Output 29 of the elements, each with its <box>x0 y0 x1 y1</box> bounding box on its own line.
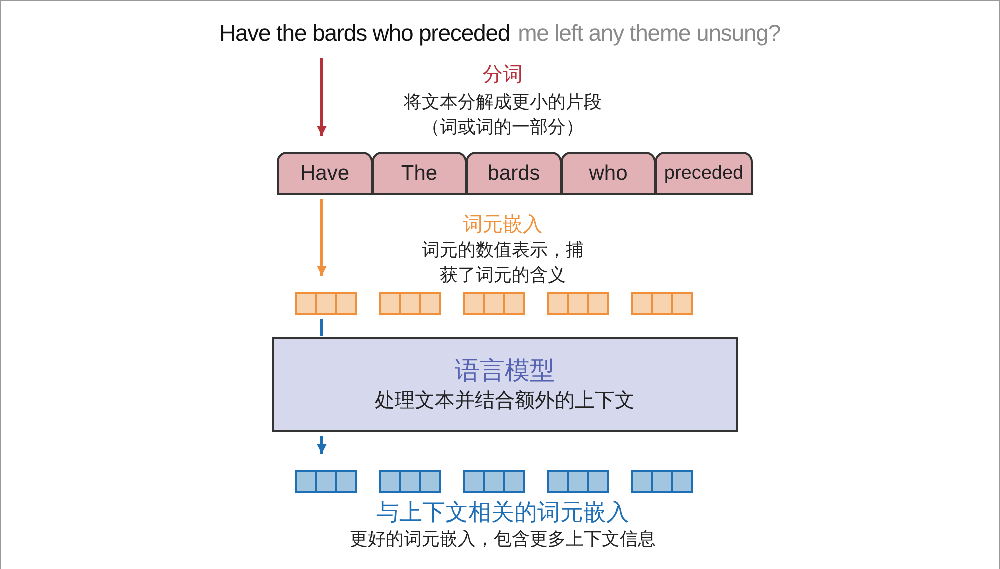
model-description: 处理文本并结合额外的上下文 <box>375 388 635 414</box>
embedding-vector <box>463 470 525 493</box>
embedding-vector <box>631 470 693 493</box>
sentence-text: Have the bards who preceded <box>219 20 510 46</box>
embedding-vector <box>379 292 441 315</box>
embedding-vector <box>295 292 357 315</box>
embedding-vector <box>295 470 357 493</box>
step-title: 词元嵌入 <box>462 213 544 238</box>
step-title: 分词 <box>482 63 524 88</box>
token-box: preceded <box>655 152 753 195</box>
embedding-vector <box>463 292 525 315</box>
embedding-vector <box>547 470 609 493</box>
arrow <box>314 436 330 454</box>
step-description: 将文本分解成更小的片段（词或词的一部分） <box>403 91 603 139</box>
model-title: 语言模型 <box>455 356 555 386</box>
token-box: bards <box>466 152 562 195</box>
sentence-continuation-text: me left any theme unsung? <box>518 20 781 46</box>
embedding-vector <box>631 292 693 315</box>
token-box: who <box>561 152 656 195</box>
model-box <box>272 337 738 432</box>
step-title: 与上下文相关的词元嵌入 <box>376 498 630 527</box>
token-box: The <box>372 152 467 195</box>
token-box: Have <box>277 152 373 195</box>
step-description: 词元的数值表示，捕获了词元的含义 <box>421 239 585 287</box>
arrow <box>314 199 330 276</box>
step-description: 更好的词元嵌入，包含更多上下文信息 <box>349 528 657 551</box>
embedding-vector <box>547 292 609 315</box>
arrow <box>314 58 330 136</box>
embedding-vector <box>379 470 441 493</box>
